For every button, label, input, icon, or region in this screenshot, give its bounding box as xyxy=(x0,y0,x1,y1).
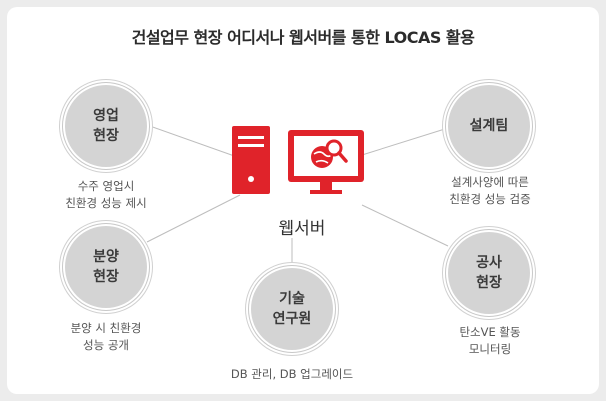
connector-presale xyxy=(146,194,241,243)
web-server-label: 웹서버 xyxy=(278,219,326,239)
connector-sales xyxy=(146,124,241,159)
node-sales-site-label: 영업 현장 xyxy=(93,108,119,144)
node-design-team-desc: 설계사양에 따른 친환경 성능 검증 xyxy=(449,175,531,206)
node-presale-site-label: 분양 현장 xyxy=(93,249,119,285)
node-presale-site-desc: 분양 시 친환경 성능 공개 xyxy=(70,321,142,352)
monitor-globe-search-icon xyxy=(288,130,364,194)
node-design-team-label: 설계팀 xyxy=(469,118,509,134)
connector-construction xyxy=(361,204,449,247)
node-research-institute-desc: DB 관리, DB 업그레이드 xyxy=(230,367,354,381)
connector-design xyxy=(361,127,449,156)
node-research-institute: 기술 연구원 xyxy=(251,268,333,350)
node-sales-site-desc: 수주 영업시 친환경 성능 제시 xyxy=(65,179,147,210)
node-design-team: 설계팀 xyxy=(448,85,530,167)
node-construction-site-desc: 탄소VE 활동 모니터링 xyxy=(459,325,521,356)
node-research-institute-label: 기술 연구원 xyxy=(272,291,312,327)
diagram-title: 건설업무 현장 어디서나 웹서버를 통한 LOCAS 활용 xyxy=(131,28,475,47)
server-tower-icon xyxy=(232,126,270,194)
web-server-graphic xyxy=(232,126,364,194)
node-presale-site: 분양 현장 xyxy=(65,226,147,308)
node-sales-site: 영업 현장 xyxy=(65,85,147,167)
node-construction-site-label: 공사 현장 xyxy=(476,255,502,291)
node-construction-site: 공사 현장 xyxy=(448,232,530,314)
